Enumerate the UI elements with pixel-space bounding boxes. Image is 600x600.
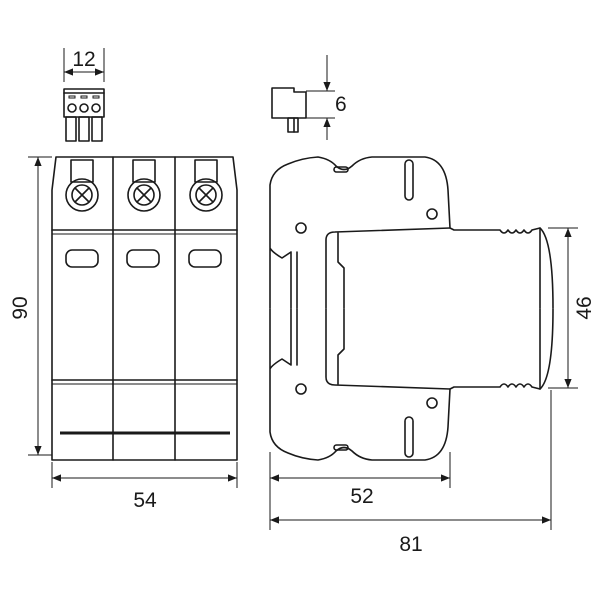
dimension-90: 90: [9, 156, 52, 456]
dimension-54: 54: [51, 462, 238, 512]
dimension-52: 52: [269, 452, 451, 530]
connector-side-view: [271, 87, 307, 133]
dimension-label-12: 12: [72, 48, 95, 71]
dimension-6: 6: [306, 55, 347, 140]
side-view: [269, 156, 554, 461]
dimension-label-90: 90: [9, 296, 32, 319]
screw-icon: [65, 159, 99, 212]
screw-icon: [189, 159, 223, 212]
dimension-label-6: 6: [335, 93, 347, 116]
dimension-46: 46: [548, 227, 596, 389]
front-view: [51, 156, 238, 461]
dimension-label-81: 81: [399, 533, 422, 556]
dimension-81: 81: [270, 390, 552, 556]
dimension-12: 12: [63, 48, 105, 82]
screw-icon: [127, 159, 161, 212]
connector-plug: [63, 88, 105, 142]
dimension-label-52: 52: [350, 485, 373, 508]
dimension-label-54: 54: [133, 489, 157, 512]
terminal-screws: [65, 159, 223, 212]
dimension-label-46: 46: [573, 296, 596, 319]
